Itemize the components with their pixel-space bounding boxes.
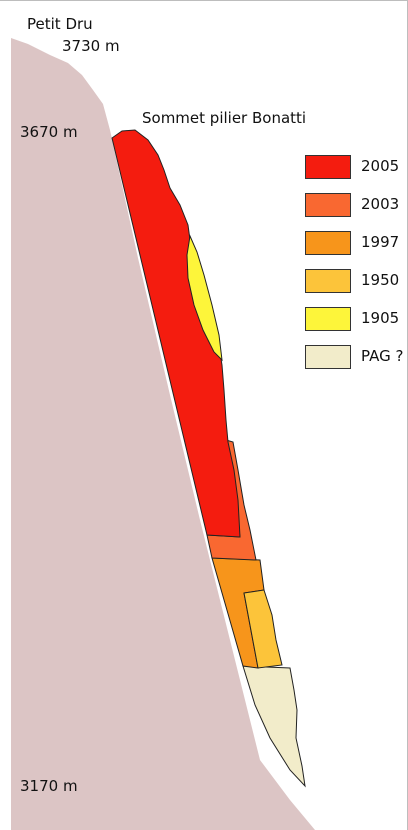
legend-label-2003: 2003	[361, 195, 400, 213]
mountain-face	[11, 38, 315, 830]
legend-label-pag: PAG ?	[361, 347, 404, 365]
legend-swatch-1950	[305, 269, 351, 293]
legend-swatch-1997	[305, 231, 351, 255]
zone-1950	[243, 589, 283, 669]
legend-swatch-1905	[305, 307, 351, 331]
altitude-top-label: 3670 m	[20, 123, 78, 141]
peak-altitude-label: 3730 m	[62, 37, 120, 55]
legend-swatch-2003	[305, 193, 351, 217]
legend-label-1950: 1950	[361, 271, 400, 289]
legend-swatch-2005	[305, 155, 351, 179]
legend-label-1905: 1905	[361, 309, 400, 327]
legend-label-1997: 1997	[361, 233, 400, 251]
legend-label-2005: 2005	[361, 157, 400, 175]
summit-label: Sommet pilier Bonatti	[142, 109, 307, 127]
altitude-bottom-label: 3170 m	[20, 777, 78, 795]
legend-swatch-pag	[305, 345, 351, 369]
zone-1905	[186, 234, 223, 362]
zone-pag	[242, 665, 306, 788]
peak-name-label: Petit Dru	[27, 15, 93, 33]
